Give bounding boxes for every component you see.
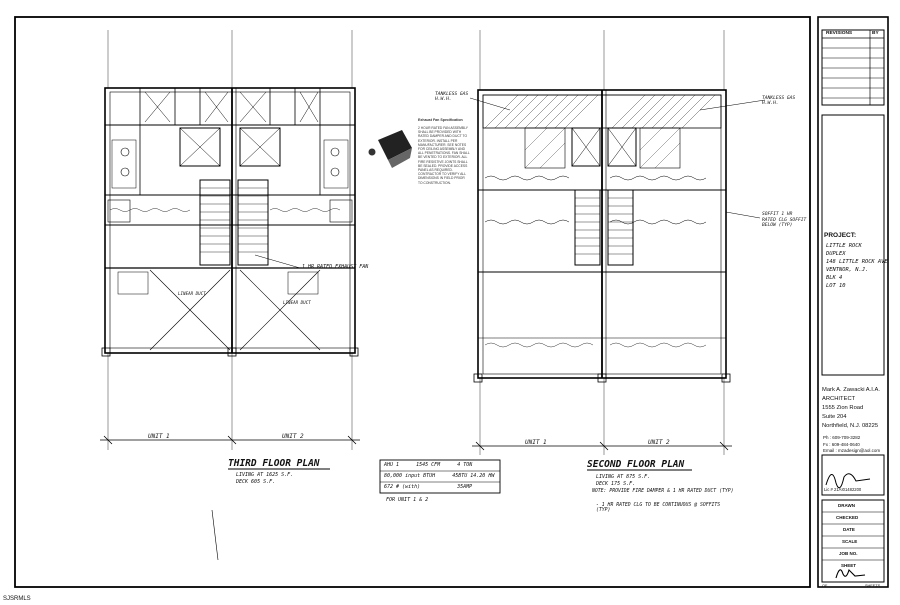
- titleblock-grid: [821, 499, 885, 583]
- exhaust-spec-body: 2 HOUR RATED FAN ASSEMBLY SHALL BE PROVI…: [418, 126, 470, 185]
- hvac-cell: AHU 1: [384, 462, 400, 468]
- hvac-table: [379, 459, 501, 494]
- architect-name: Mark A. Zawacki A.I.A.: [822, 387, 880, 393]
- revisions-label: REVISIONS: [826, 31, 853, 36]
- third-label-right: LINEAR DUCT: [283, 300, 311, 305]
- third-unit1-label: UNIT 1: [148, 433, 170, 440]
- architect-title: ARCHITECT: [822, 396, 856, 402]
- third-floor-title: THIRD FLOOR PLAN: [228, 458, 320, 469]
- tb-job-no: JOB NO.: [839, 551, 858, 556]
- project-line: LITTLE ROCK: [826, 243, 862, 249]
- hvac-row-3: 672 # (with) 35AMP: [384, 484, 472, 490]
- tb-date: DATE: [843, 527, 855, 532]
- hvac-row-1: AHU 1 1545 CFM 4 TON: [384, 462, 472, 468]
- second-unit1-label: UNIT 1: [525, 439, 547, 446]
- hvac-cell: 1545 CFM: [416, 462, 441, 468]
- architect-city: Northfield, N.J. 08225: [822, 423, 879, 429]
- tankless-right-note: TANKLESS GAS H.W.H.: [762, 96, 796, 107]
- tb-sheet: SHEET: [841, 563, 857, 568]
- second-floor-deck: DECK 175 S.F.: [596, 481, 636, 487]
- third-floor-deck: DECK 605 S.F.: [236, 479, 276, 485]
- architect-block: Mark A. Zawacki A.I.A. ARCHITECT 1555 Zi…: [822, 386, 888, 431]
- sheet-of-label: OF: [822, 584, 828, 588]
- hvac-cell: 80,000 input BTUH: [384, 473, 436, 479]
- tankless-left-note: TANKLESS GAS H.W.H.: [435, 92, 469, 103]
- signature: [825, 473, 871, 489]
- revisions-block: [821, 29, 885, 106]
- second-floor-note1: NOTE: PROVIDE FIRE DAMPER & 1 HR RATED D…: [592, 489, 734, 494]
- tb-scale: SCALE: [842, 539, 858, 544]
- second-unit2-label: UNIT 2: [648, 439, 670, 446]
- project-line: DUPLEX: [826, 251, 846, 257]
- hvac-cell: 4 TON: [457, 462, 473, 468]
- titleblock-border: [817, 16, 889, 588]
- sheet-border: [14, 16, 811, 588]
- tb-checked: CHECKED: [836, 515, 859, 520]
- architect-contact: Ph : 609-709-3282 Fx : 609-484-0640 Emai…: [823, 435, 889, 455]
- revisions-by-label: BY: [872, 31, 879, 36]
- hvac-cell: 35AMP: [457, 484, 473, 490]
- soffit-note: SOFFIT 1 HR RATED CLG SOFFIT BELOW (TYP): [762, 212, 807, 229]
- hvac-row-2: 80,000 input BTUH 45BTU 14.20 HW: [384, 473, 494, 479]
- architect-phone: Ph : 609-709-3282: [823, 435, 861, 440]
- sheet-initials: [835, 568, 866, 579]
- architect-address2: Suite 204: [822, 414, 847, 420]
- exhaust-fan-note: 1 HR RATED EXHAUST FAN: [302, 264, 369, 270]
- architect-fax: Fx : 609-484-0640: [823, 441, 860, 447]
- project-line: LOT 10: [826, 283, 846, 289]
- third-label-left: LINEAR DUCT: [178, 291, 206, 296]
- project-lines: LITTLE ROCK DUPLEX 148 LITTLE ROCK AVE V…: [826, 242, 888, 290]
- exhaust-fan-illustration: [368, 130, 412, 168]
- third-floor-plan: [100, 30, 360, 561]
- project-line: BLK 4: [826, 275, 843, 281]
- third-unit2-label: UNIT 2: [282, 433, 304, 440]
- tb-drawn: DRAWN: [838, 503, 855, 508]
- architect-address1: 1555 Zion Road: [822, 405, 864, 411]
- hvac-cell: 45BTU 14.20 HW: [452, 473, 495, 479]
- hvac-footer: FOR UNIT 1 & 2: [386, 497, 429, 503]
- second-floor-area: LIVING AT 875 S.F.: [596, 474, 651, 480]
- architect-license: Lic # 21AI01482200: [824, 487, 862, 492]
- watermark: SJSRMLS: [3, 596, 31, 602]
- second-floor-note2: - 1 HR RATED CLG TO BE CONTINUOUS @ SOFF…: [596, 503, 721, 513]
- seal-box: [821, 454, 885, 496]
- project-label: PROJECT:: [824, 232, 857, 239]
- second-floor-title: SECOND FLOOR PLAN: [587, 459, 685, 470]
- exhaust-spec-title: Exhaust Fan Specification: [418, 118, 463, 122]
- project-line: VENTNOR, N.J.: [826, 267, 869, 273]
- project-line: 148 LITTLE ROCK AVE: [826, 259, 888, 265]
- architect-email: Email : mzadesign@aol.com: [823, 448, 881, 453]
- hvac-cell: 672 # (with): [384, 484, 421, 490]
- second-floor-plan: [469, 30, 766, 455]
- sheet-sheets-label: SHEETS: [865, 584, 881, 588]
- third-floor-area: LIVING AT 1625 S.F.: [236, 472, 294, 478]
